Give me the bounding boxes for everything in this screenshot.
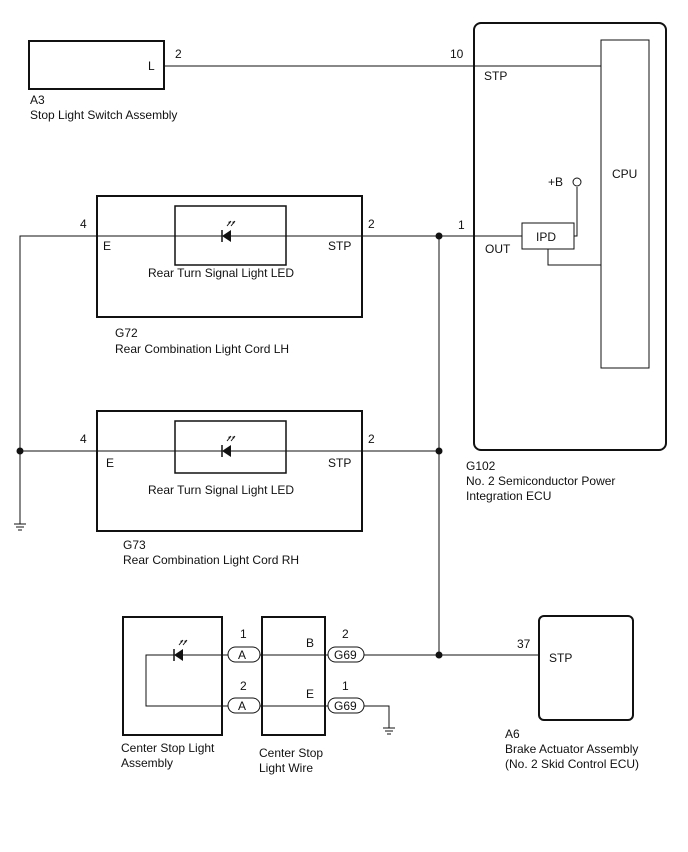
- center-stop-light-box: [122, 616, 223, 736]
- junction-dot: [435, 447, 443, 455]
- g73-name: Rear Combination Light Cord RH: [123, 553, 299, 567]
- connector-g69-pin2: [327, 646, 365, 663]
- a6-name-line1: Brake Actuator Assembly: [505, 742, 638, 756]
- wires: [13, 65, 601, 735]
- g73-led-label: Rear Turn Signal Light LED: [148, 483, 294, 497]
- connector-a-pin1: [227, 646, 261, 663]
- g102-out-label: OUT: [485, 242, 511, 256]
- plus-b-terminal: [572, 177, 582, 187]
- g72-code: G72: [115, 326, 138, 340]
- g102-code: G102: [466, 459, 496, 473]
- g73-stp-label: STP: [328, 456, 351, 470]
- g102-out-pin: 1: [458, 218, 465, 232]
- center-stop-wire-box: [261, 616, 326, 736]
- connector-a-pin-bottom: 2: [240, 679, 247, 693]
- connector-g69-pin-bottom: 1: [342, 679, 349, 693]
- e-label-bg: [298, 687, 320, 701]
- a3-code: A3: [30, 93, 45, 107]
- ipd-plus-b-wire: [574, 187, 578, 237]
- center-stop-light-name-line2: Assembly: [121, 756, 173, 770]
- g73-led-box: [174, 420, 287, 474]
- center-stop-wire-name-line2: Light Wire: [259, 761, 313, 775]
- center-stop-wire-b-label: B: [306, 636, 314, 650]
- ground-icon: [382, 727, 396, 735]
- a6-box: [538, 615, 634, 721]
- g72-box: [96, 195, 363, 318]
- g69-ground-wire: [362, 705, 390, 728]
- connector-a-pin2: [227, 697, 261, 714]
- connector-a-label: A: [238, 648, 246, 662]
- g102-ecu: CPU 10 STP IPD +B 1 OUT G102 No. 2 Semic…: [450, 22, 667, 503]
- a6-brake-actuator: 37 STP A6 Brake Actuator Assembly (No. 2…: [505, 615, 639, 771]
- g73-e-pin: 4: [80, 432, 87, 446]
- center-stop-light-name-line1: Center Stop Light: [121, 741, 215, 755]
- ipd-label: IPD: [536, 230, 556, 244]
- g73-box: [96, 410, 363, 532]
- a3-stop-light-switch: L 2 A3 Stop Light Switch Assembly: [28, 40, 182, 122]
- g72-e-pin: 4: [80, 217, 87, 231]
- connector-a-label: A: [238, 699, 246, 713]
- junction-dot: [435, 651, 443, 659]
- g72-e-label: E: [103, 239, 111, 253]
- g102-stp-pin: 10: [450, 47, 464, 61]
- a6-stp-label: STP: [549, 651, 572, 665]
- g102-box: [473, 22, 667, 451]
- g102-stp-label: STP: [484, 69, 507, 83]
- a3-pin: 2: [175, 47, 182, 61]
- ipd-cpu-wire: [547, 249, 601, 266]
- a6-code: A6: [505, 727, 520, 741]
- g72-name: Rear Combination Light Cord LH: [115, 342, 289, 356]
- ground-wire-left: [19, 235, 97, 524]
- g72-rear-combination-light-lh: 4 E STP 2 Rear Turn Signal Light LED G72…: [80, 195, 375, 356]
- cpu-box: [600, 39, 650, 369]
- a6-stp-pin: 37: [517, 637, 531, 651]
- g73-code: G73: [123, 538, 146, 552]
- g102-name-line1: No. 2 Semiconductor Power: [466, 474, 615, 488]
- g73-e-label: E: [106, 456, 114, 470]
- cpu-label: CPU: [612, 167, 637, 181]
- a6-name-line2: (No. 2 Skid Control ECU): [505, 757, 639, 771]
- junction-dot: [435, 232, 443, 240]
- led-return-wire: [145, 654, 222, 707]
- g72-led-label: Rear Turn Signal Light LED: [148, 266, 294, 280]
- g72-stp-pin: 2: [368, 217, 375, 231]
- center-stop-light-wire: B E Center Stop Light Wire: [259, 616, 326, 775]
- connector-g69-pin-top: 2: [342, 627, 349, 641]
- g102-name-line2: Integration ECU: [466, 489, 551, 503]
- center-stop-wire-name-line1: Center Stop: [259, 746, 323, 760]
- center-stop-light-assembly: Center Stop Light Assembly: [121, 616, 223, 770]
- a3-box: [28, 40, 165, 90]
- led-icon: [221, 220, 236, 243]
- ground-icon: [13, 523, 27, 531]
- a3-name: Stop Light Switch Assembly: [30, 108, 177, 122]
- b-label-bg: [298, 636, 320, 650]
- led-icon: [173, 639, 188, 662]
- junction-dot: [16, 447, 24, 455]
- led-icon: [221, 435, 236, 458]
- connector-g69-label: G69: [334, 699, 357, 713]
- connector-a: A 1 A 2: [227, 627, 261, 714]
- center-stop-wire-e-label: E: [306, 687, 314, 701]
- a3-terminal-label: L: [148, 59, 155, 73]
- g73-rear-combination-light-rh: 4 E STP 2 Rear Turn Signal Light LED G73…: [80, 410, 375, 567]
- connector-a-pin-top: 1: [240, 627, 247, 641]
- connector-g69-label: G69: [334, 648, 357, 662]
- plus-b-label: +B: [548, 175, 563, 189]
- g72-stp-label: STP: [328, 239, 351, 253]
- connector-g69-pin1: [327, 697, 365, 714]
- connector-g69: G69 2 G69 1: [327, 627, 365, 714]
- g73-stp-pin: 2: [368, 432, 375, 446]
